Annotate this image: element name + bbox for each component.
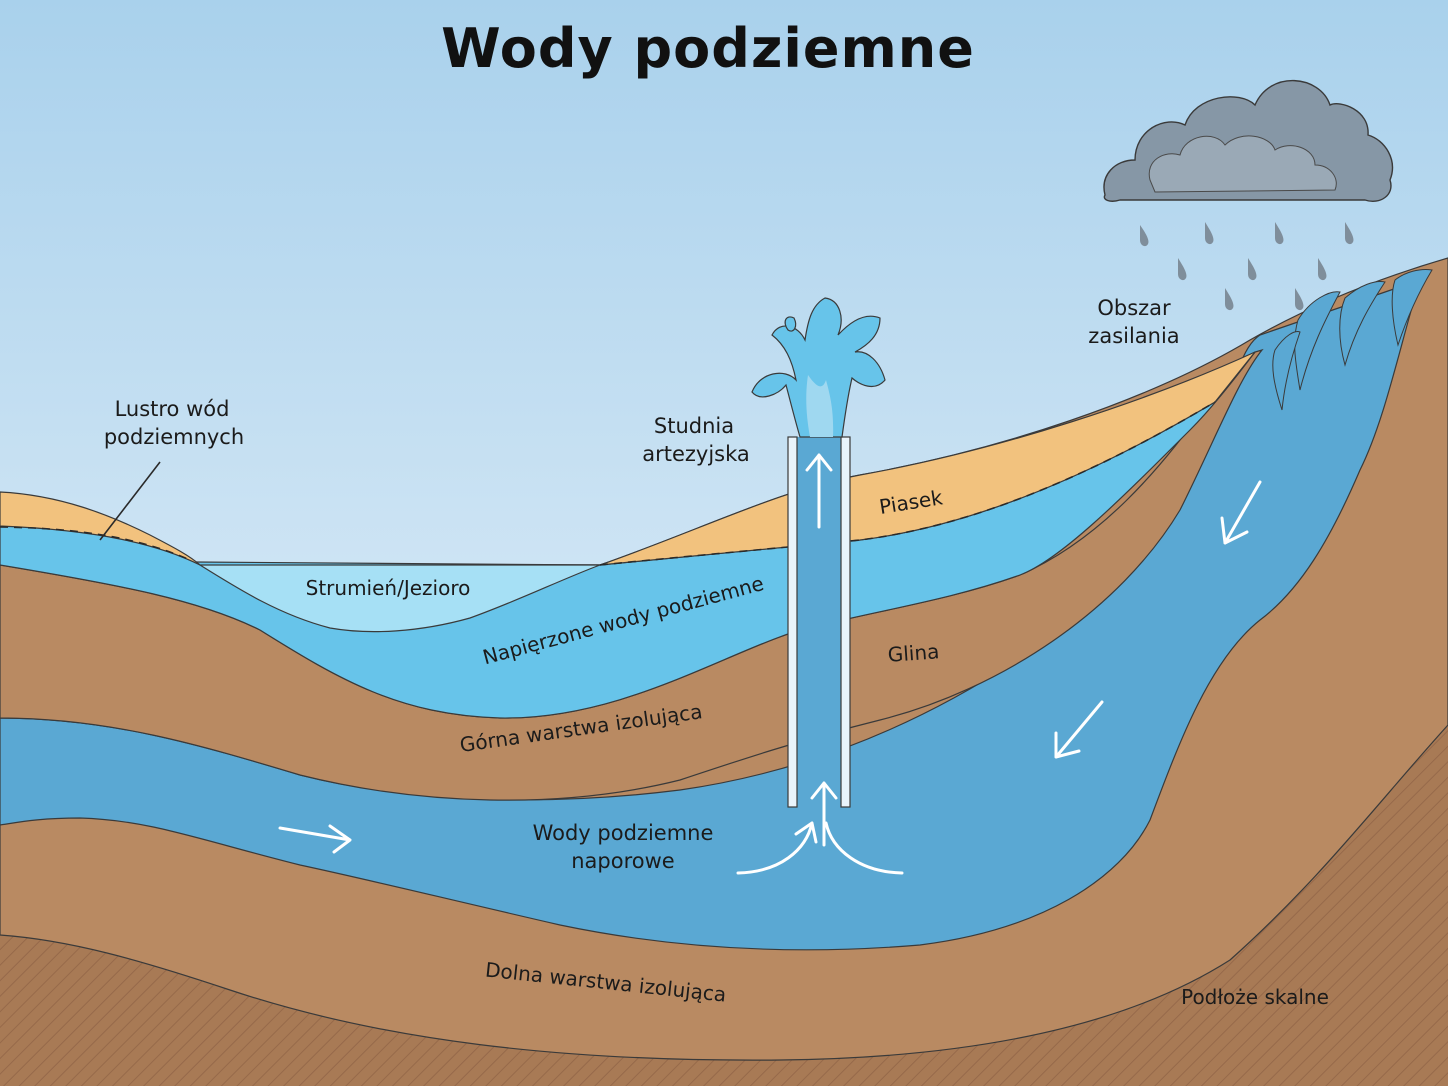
label-water-table-line2: podziemnych <box>104 425 244 449</box>
label-stream-lake: Strumień/Jezioro <box>306 576 471 600</box>
label-artesian-well-line1: Studnia <box>654 414 734 438</box>
label-clay: Glina <box>887 639 940 667</box>
label-recharge-line1: Obszar <box>1097 296 1171 320</box>
label-artesian-well-line2: artezyjska <box>642 442 750 466</box>
label-confined-water-line1: Wody podziemne <box>533 821 714 845</box>
label-recharge-line2: zasilania <box>1088 324 1179 348</box>
page-title: Wody podziemne <box>441 17 975 80</box>
label-water-table-line1: Lustro wód <box>115 397 230 421</box>
label-bedrock: Podłoże skalne <box>1181 985 1329 1009</box>
label-confined-water-line2: naporowe <box>571 849 674 873</box>
